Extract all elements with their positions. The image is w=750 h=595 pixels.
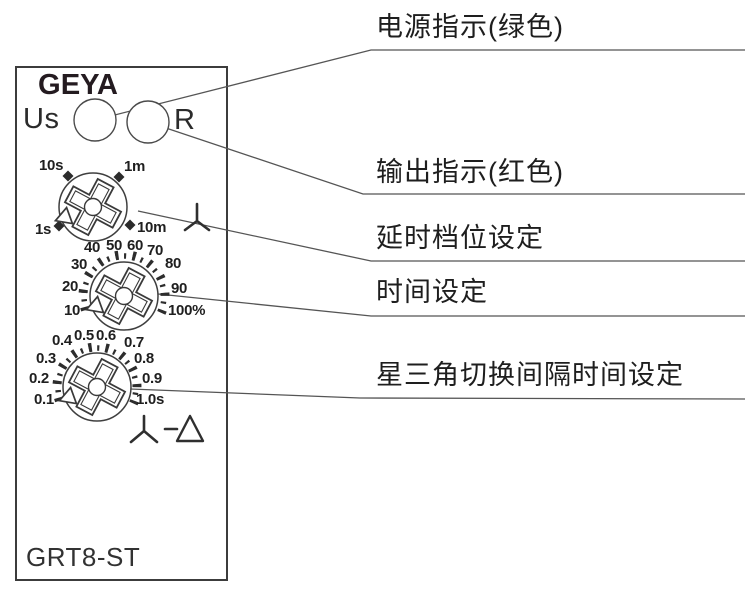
range-scale-1s: 1s: [35, 221, 52, 238]
power-led-label: Us: [23, 103, 60, 135]
interval-scale-09: 0.9: [142, 370, 162, 387]
callout-power-indicator: 电源指示(绿色): [376, 12, 564, 42]
callout-line-star-delta: [103, 387, 746, 400]
percent-scale-70: 70: [147, 242, 164, 259]
percent-scale-50: 50: [106, 237, 123, 254]
percent-scale-100: 100%: [168, 302, 206, 319]
output-led-label: R: [174, 104, 196, 136]
callout-line-range: [137, 210, 745, 262]
range-dial-knob: [51, 169, 136, 245]
percent-dial-knob: [78, 250, 170, 334]
interval-scale-08: 0.8: [134, 350, 154, 367]
interval-scale-03: 0.3: [36, 350, 56, 367]
interval-scale-06: 0.6: [96, 327, 116, 344]
range-scale-10m: 10m: [137, 219, 167, 236]
percent-scale-10: 10: [64, 302, 81, 319]
callout-line-output: [147, 121, 745, 195]
interval-scale-04: 0.4: [52, 332, 72, 349]
interval-scale-02: 0.2: [29, 370, 49, 387]
percent-scale-40: 40: [84, 239, 101, 256]
percent-scale-80: 80: [165, 255, 182, 272]
interval-scale-10s: 1.0s: [136, 391, 164, 408]
callout-line-power: [94, 49, 745, 121]
percent-scale-60: 60: [127, 237, 144, 254]
interval-dial-knob: [52, 342, 142, 425]
star-delta-icon: [129, 414, 205, 444]
percent-scale-90: 90: [171, 280, 188, 297]
interval-scale-01: 0.1: [34, 391, 54, 408]
percent-scale-20: 20: [62, 278, 79, 295]
model-label: GRT8-ST: [26, 542, 141, 572]
device-panel-outline: [15, 66, 228, 581]
interval-scale-05: 0.5: [74, 327, 94, 344]
callout-delay-range-setting: 延时档位设定: [376, 223, 544, 253]
callout-lines: [94, 49, 746, 400]
geya-logo: GEYA: [38, 69, 118, 101]
percent-scale-30: 30: [71, 256, 88, 273]
range-scale-1m: 1m: [124, 158, 146, 175]
callout-output-indicator: 输出指示(红色): [376, 157, 564, 187]
callout-line-time: [128, 290, 745, 317]
output-led-circle: [126, 100, 170, 144]
callout-star-delta-interval: 星三角切换间隔时间设定: [376, 360, 684, 390]
range-scale-10s: 10s: [39, 157, 64, 174]
wye-icon: [183, 202, 211, 232]
power-led-circle: [73, 98, 117, 142]
interval-scale-07: 0.7: [124, 334, 144, 351]
callout-time-setting: 时间设定: [376, 277, 488, 307]
